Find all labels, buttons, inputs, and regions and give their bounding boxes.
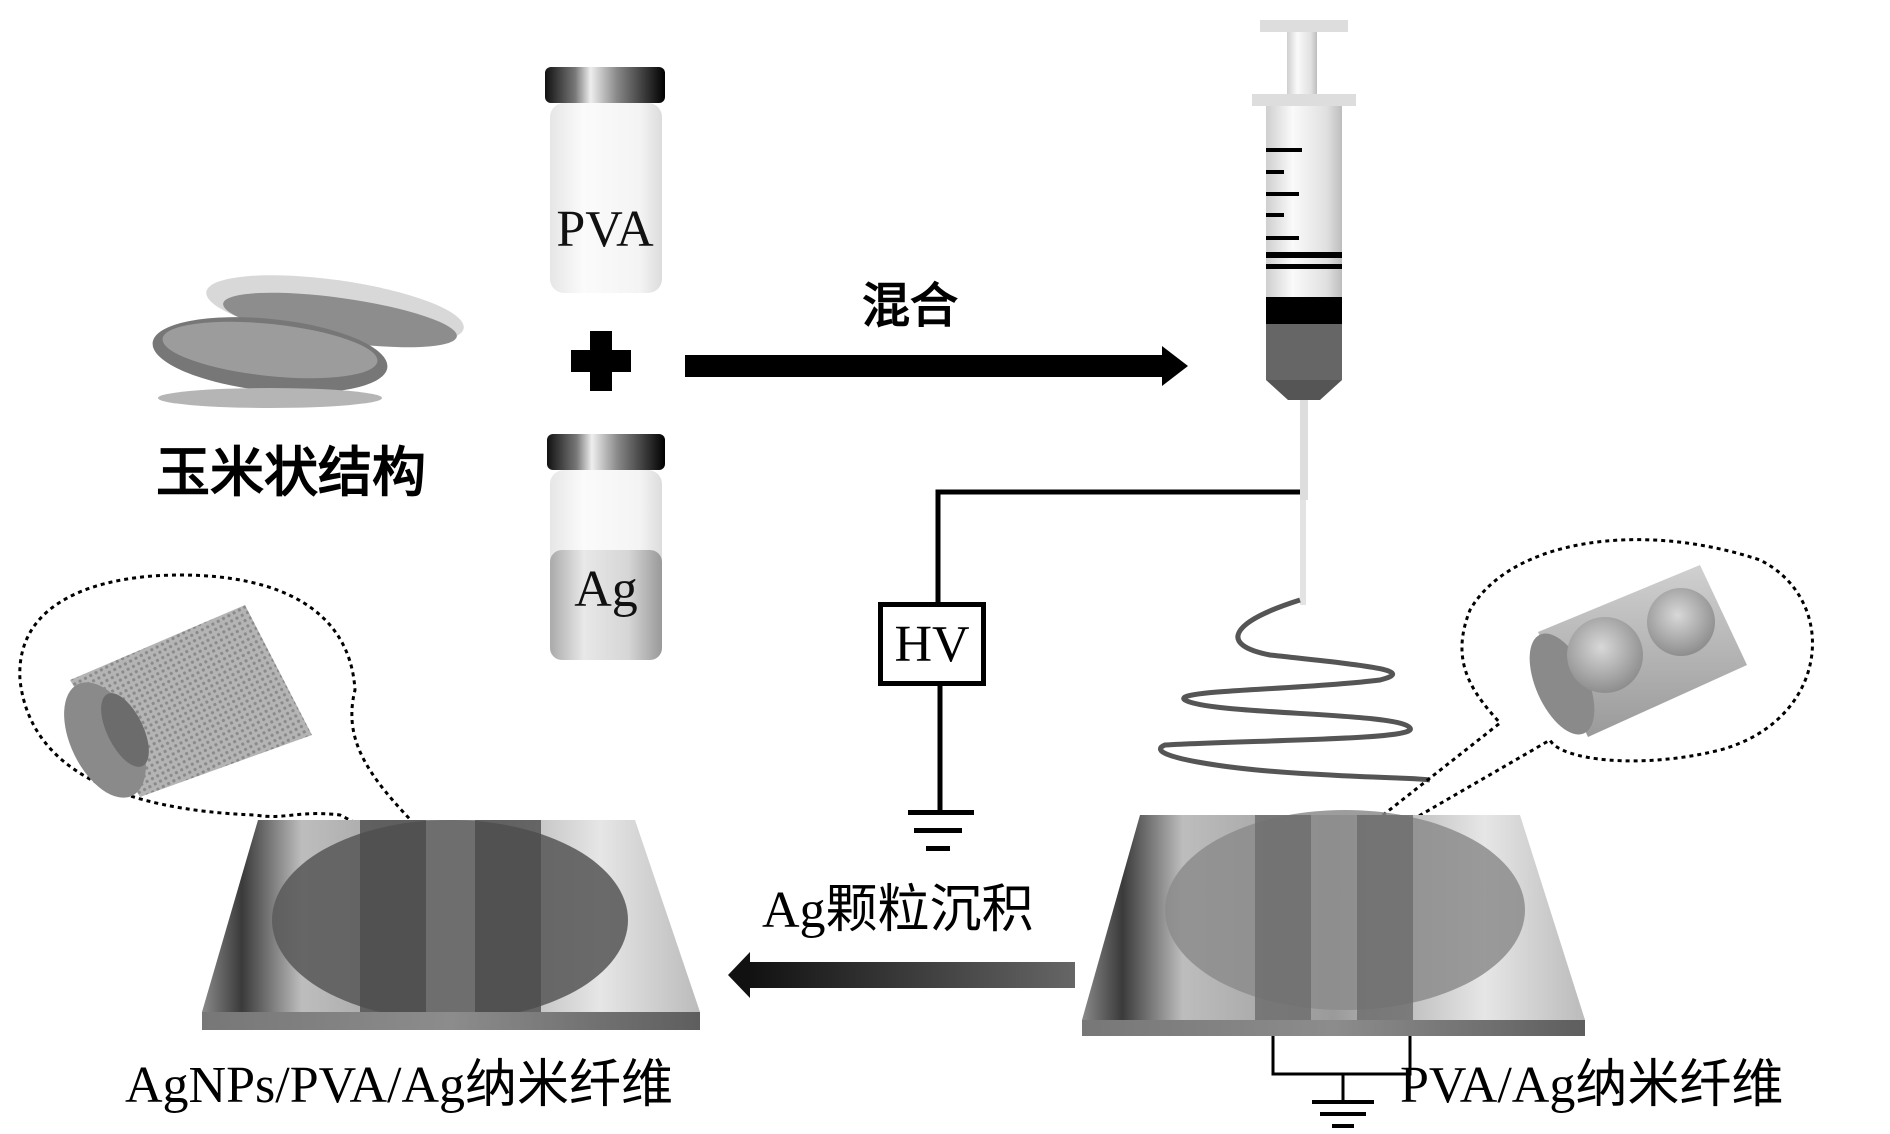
fiber-jet	[1157, 597, 1431, 783]
syringe-icon	[1252, 20, 1356, 605]
mix-label: 混合	[862, 278, 959, 334]
ground-icon	[908, 810, 974, 851]
pva-vial: PVA	[545, 200, 665, 260]
callout-right	[1344, 538, 1814, 852]
mesh-cylinder-icon	[64, 605, 312, 798]
ag-vial: Ag	[547, 560, 665, 620]
ag-vial-icon	[547, 434, 665, 660]
deposition-arrow	[728, 952, 1075, 998]
product-right-label: PVA/Ag纳米纤维	[1400, 1057, 1784, 1114]
hv-circuit	[935, 489, 1300, 812]
pva-label: PVA	[556, 201, 654, 258]
sphere-cylinder-icon	[1529, 565, 1747, 737]
collector-substrate-left	[202, 820, 700, 1030]
ag-deposition-label: Ag颗粒沉积	[762, 882, 1034, 939]
ag-label: Ag	[574, 561, 638, 618]
corn-structure-label: 玉米状结构	[156, 440, 426, 504]
mix-arrow	[685, 346, 1188, 386]
pva-vial-icon	[545, 67, 665, 293]
collector-substrate-right	[1082, 810, 1585, 1128]
corn-icon	[152, 275, 464, 408]
plus-icon	[571, 331, 631, 391]
callout-left	[18, 573, 452, 872]
ground-icon	[1312, 1100, 1374, 1128]
hv-label: HV	[894, 615, 970, 673]
hv-power-supply: HV	[878, 602, 986, 686]
product-left-label: AgNPs/PVA/Ag纳米纤维	[125, 1057, 674, 1114]
